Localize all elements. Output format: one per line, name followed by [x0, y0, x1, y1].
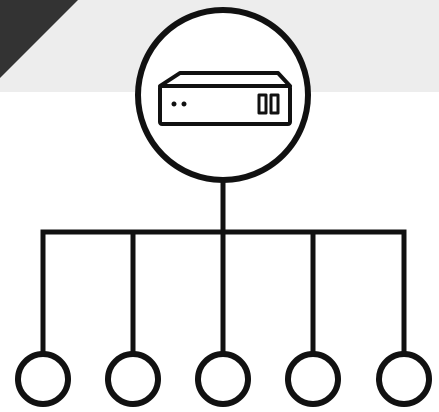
client-node-icon	[195, 351, 251, 407]
client-node-icon	[285, 351, 341, 407]
router-icon	[158, 71, 292, 126]
client-node-icon	[376, 351, 432, 407]
client-node-icon	[15, 351, 71, 407]
connector-lines	[40, 178, 407, 355]
corner-triangle	[0, 0, 78, 78]
client-node-icon	[105, 351, 161, 407]
client-nodes	[15, 351, 432, 407]
